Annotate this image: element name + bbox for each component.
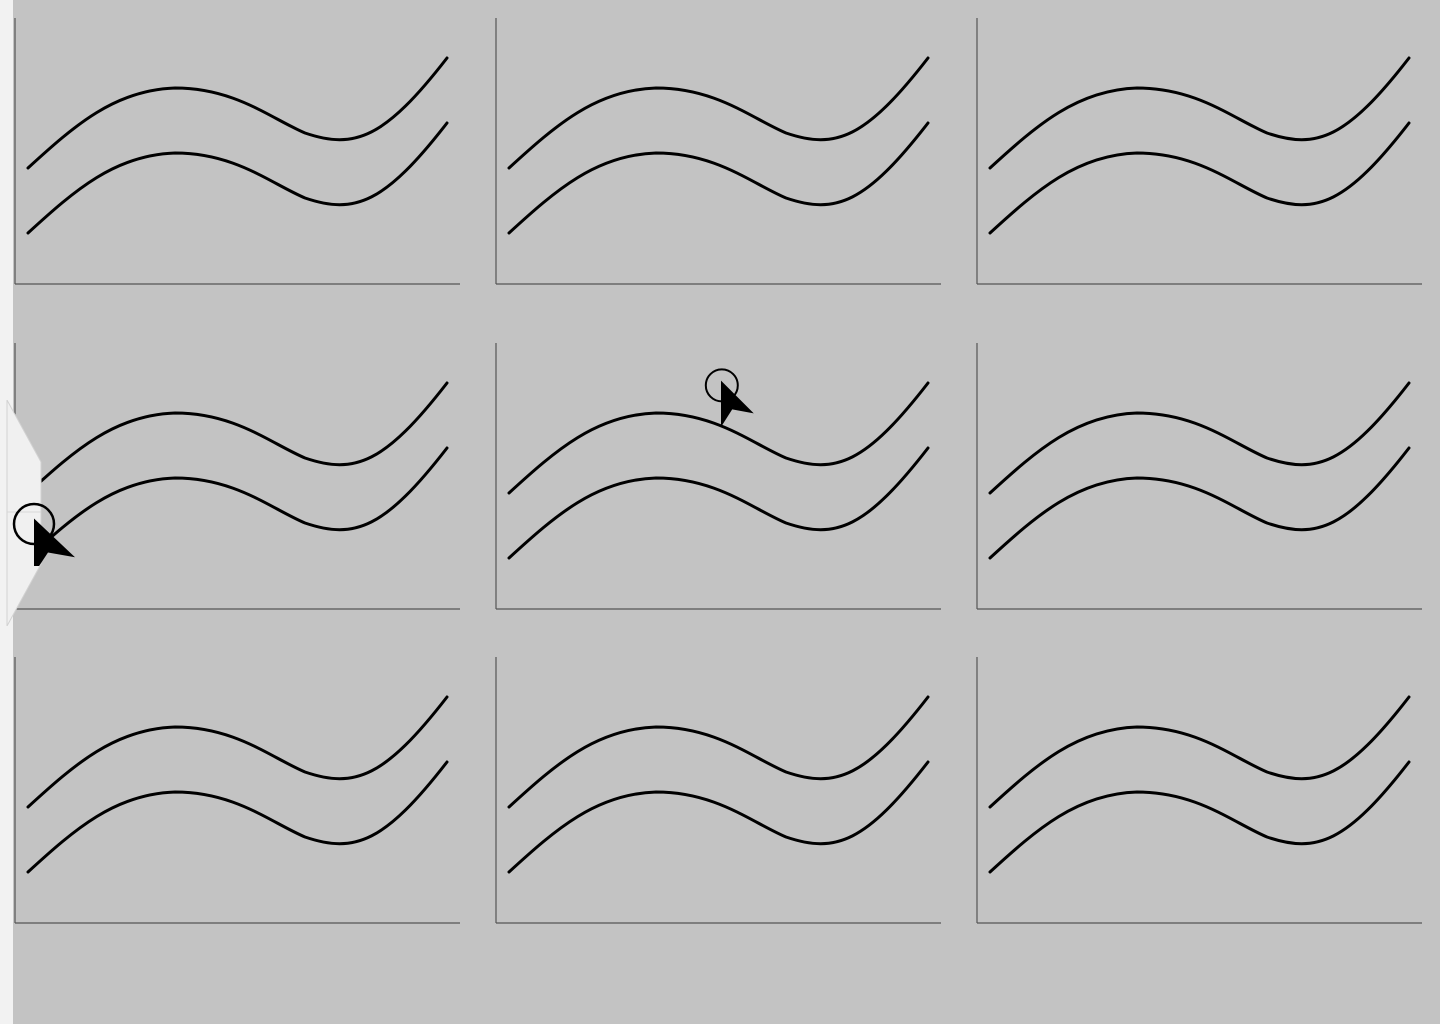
chart-thumbnail[interactable] — [976, 18, 1422, 285]
upper-curve — [26, 381, 449, 495]
chart-thumbnail[interactable] — [495, 657, 941, 924]
chart-thumbnail[interactable] — [976, 657, 1422, 924]
upper-curve — [988, 381, 1411, 495]
chart-thumbnail[interactable] — [14, 18, 460, 285]
lower-curve — [507, 446, 930, 560]
upper-curve — [26, 695, 449, 809]
chart-thumbnail[interactable] — [14, 657, 460, 924]
lower-curve — [26, 121, 449, 235]
chart-thumbnail[interactable] — [14, 343, 460, 610]
chart-thumbnail[interactable] — [976, 343, 1422, 610]
upper-curve — [988, 695, 1411, 809]
lower-curve — [26, 760, 449, 874]
upper-curve — [988, 56, 1411, 170]
lower-curve — [988, 760, 1411, 874]
upper-curve — [507, 56, 930, 170]
collapse-panel-icon[interactable] — [0, 400, 44, 626]
lower-curve — [988, 446, 1411, 560]
upper-curve — [26, 56, 449, 170]
lower-curve — [507, 121, 930, 235]
upper-curve — [507, 381, 930, 495]
chart-thumbnail[interactable] — [495, 343, 941, 610]
lower-curve — [507, 760, 930, 874]
lower-curve — [26, 446, 449, 560]
chart-thumbnail[interactable] — [495, 18, 941, 285]
lower-curve — [988, 121, 1411, 235]
upper-curve — [507, 695, 930, 809]
